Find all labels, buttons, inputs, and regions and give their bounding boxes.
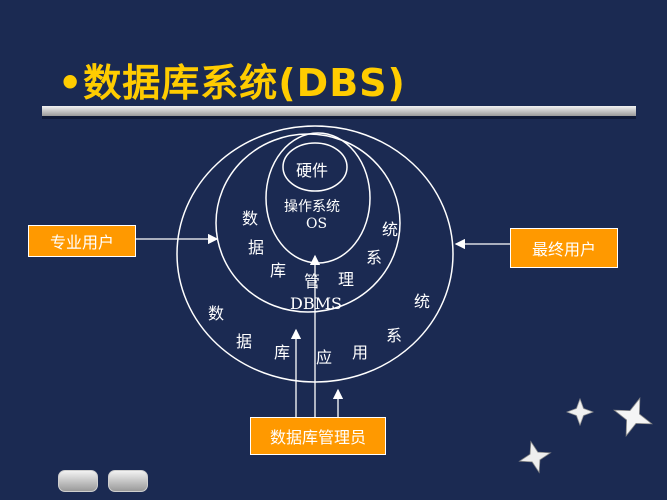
app-char-5: 用 xyxy=(352,343,369,362)
dbms-abbr-label: DBMS xyxy=(290,294,342,313)
professional-user-box: 专业用户 xyxy=(28,225,136,257)
app-char-6: 系 xyxy=(386,326,403,345)
dbms-char-6: 系 xyxy=(366,248,383,267)
app-char-4: 应 xyxy=(316,348,333,367)
hardware-label: 硬件 xyxy=(296,161,329,180)
hardware-circle xyxy=(282,142,348,192)
title-divider-shadow xyxy=(42,116,636,119)
star-icon xyxy=(518,440,552,474)
title-divider xyxy=(42,106,636,116)
next-slide-button[interactable] xyxy=(108,470,148,492)
dba-box: 数据库管理员 xyxy=(250,417,386,455)
dbms-char-4: 管 xyxy=(304,272,321,291)
app-char-7: 统 xyxy=(414,292,431,311)
os-label-line2: OS xyxy=(306,216,328,232)
app-char-1: 数 xyxy=(208,304,225,323)
slide-title: •数据库系统(DBS) xyxy=(58,61,406,105)
dbms-char-5: 理 xyxy=(338,270,355,289)
app-char-2: 据 xyxy=(236,332,253,351)
dbms-char-2: 据 xyxy=(248,238,265,257)
dbms-char-7: 统 xyxy=(382,220,399,239)
previous-slide-button[interactable] xyxy=(58,470,98,492)
star-icon xyxy=(566,398,594,426)
dbms-char-1: 数 xyxy=(242,209,259,228)
app-char-3: 库 xyxy=(274,343,291,362)
end-user-box: 最终用户 xyxy=(510,228,618,268)
os-label-line1: 操作系统 xyxy=(284,199,340,215)
star-icon xyxy=(613,397,653,437)
dbms-char-3: 库 xyxy=(270,261,287,280)
